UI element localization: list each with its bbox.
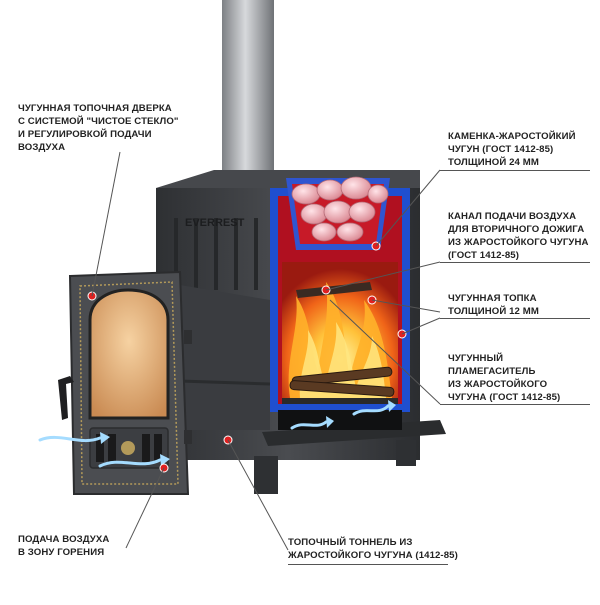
stove-leg-left [254,456,278,494]
leader-lines [91,151,441,551]
air-arrows [38,404,390,468]
label-air: ПОДАЧА ВОЗДУХА В ЗОНУ ГОРЕНИЯ [18,534,110,558]
rule-channel [440,262,590,263]
grate [282,398,398,404]
chimney-pipe [222,0,274,176]
stove-leg-right [396,440,416,466]
label-channel: КАНАЛ ПОДАЧИ ВОЗДУХА ДЛЯ ВТОРИЧНОГО ДОЖИ… [448,211,589,261]
label-door: ЧУГУННАЯ ТОПОЧНАЯ ДВЕРКА С СИСТЕМОЙ "ЧИС… [18,103,179,153]
stones [291,176,389,242]
rule-flame [440,404,590,405]
label-tunnel: ТОПОЧНЫЙ ТОННЕЛЬ ИЗ ЖАРОСТОЙКОГО ЧУГУНА … [288,537,458,561]
logs [289,366,395,397]
stove-door [68,270,192,495]
air-regulator-knob [121,441,135,455]
rule-firebox [440,318,590,319]
air-arrow-heads [100,400,396,466]
brand-logo: EVERREST [185,217,245,229]
door-glass [88,288,170,420]
door-handle [58,376,74,420]
label-flame: ЧУГУННЫЙ ПЛАМЕГАСИТЕЛЬ ИЗ ЖАРОСТОЙКОГО Ч… [448,353,561,403]
label-firebox: ЧУГУННАЯ ТОПКА ТОЛЩИНОЙ 12 ММ [448,293,539,317]
label-kamenka: КАМЕНКА-ЖАРОСТОЙКИЙ ЧУГУН (ГОСТ 1412-85)… [448,131,576,168]
rule-kamenka [440,170,590,171]
rule-tunnel [288,564,448,565]
flame-damper [296,282,372,298]
